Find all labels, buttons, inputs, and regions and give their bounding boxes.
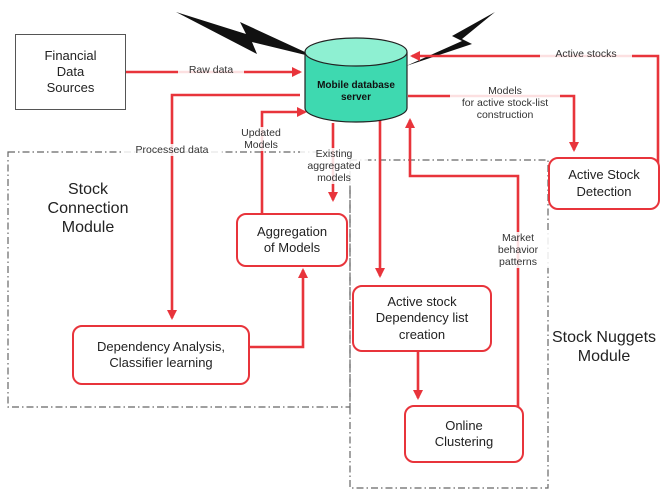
stock-nuggets-module-border [349, 159, 549, 489]
arrow-dependency-to-aggregation [250, 268, 308, 349]
database-cylinder-icon [304, 37, 408, 123]
edge-label-updated-models: Updated Models [232, 127, 290, 152]
financial-data-sources-label: Financial Data Sources [44, 47, 97, 96]
active-stock-list-label: Active stock Dependency list creation [375, 294, 469, 342]
online-clustering-label: Online Clustering [434, 417, 494, 449]
active-stock-detection-box: Active Stock Detection [548, 157, 660, 210]
dependency-analysis-box: Dependency Analysis, Classifier learning [72, 325, 250, 385]
arrows [126, 51, 660, 432]
stock-nuggets-module-label: Stock Nuggets Module [551, 329, 657, 366]
database-label: Mobile database server [317, 80, 395, 103]
aggregation-of-models-label: Aggregation of Models [256, 223, 328, 255]
arrow-active-stocks [410, 51, 660, 167]
arrow-processed-data [167, 93, 300, 320]
edge-label-existing-models: Existing aggregated models [300, 148, 368, 185]
lightning-bolt-right-icon [406, 12, 495, 66]
active-stock-detection-label: Active Stock Detection [568, 167, 640, 199]
edge-label-active-stocks: Active stocks [540, 48, 632, 61]
edge-label-models-for-active: Models for active stock-list constructio… [450, 85, 560, 122]
lightning-bolt-left-icon [176, 12, 318, 58]
edge-label-raw-data: Raw data [178, 64, 244, 77]
dependency-analysis-label: Dependency Analysis, Classifier learning [97, 338, 225, 370]
arrow-market-behavior [405, 118, 520, 432]
online-clustering-box: Online Clustering [404, 405, 524, 463]
edge-label-market-behavior: Market behavior patterns [484, 232, 552, 269]
financial-data-sources-box: Financial Data Sources [15, 34, 126, 110]
active-stock-list-box: Active stock Dependency list creation [352, 285, 492, 352]
stock-connection-module-label: Stock Connection Module [47, 181, 129, 237]
edge-label-processed-data: Processed data [122, 144, 222, 157]
aggregation-of-models-box: Aggregation of Models [236, 213, 348, 267]
arrow-updated-models [260, 107, 307, 215]
